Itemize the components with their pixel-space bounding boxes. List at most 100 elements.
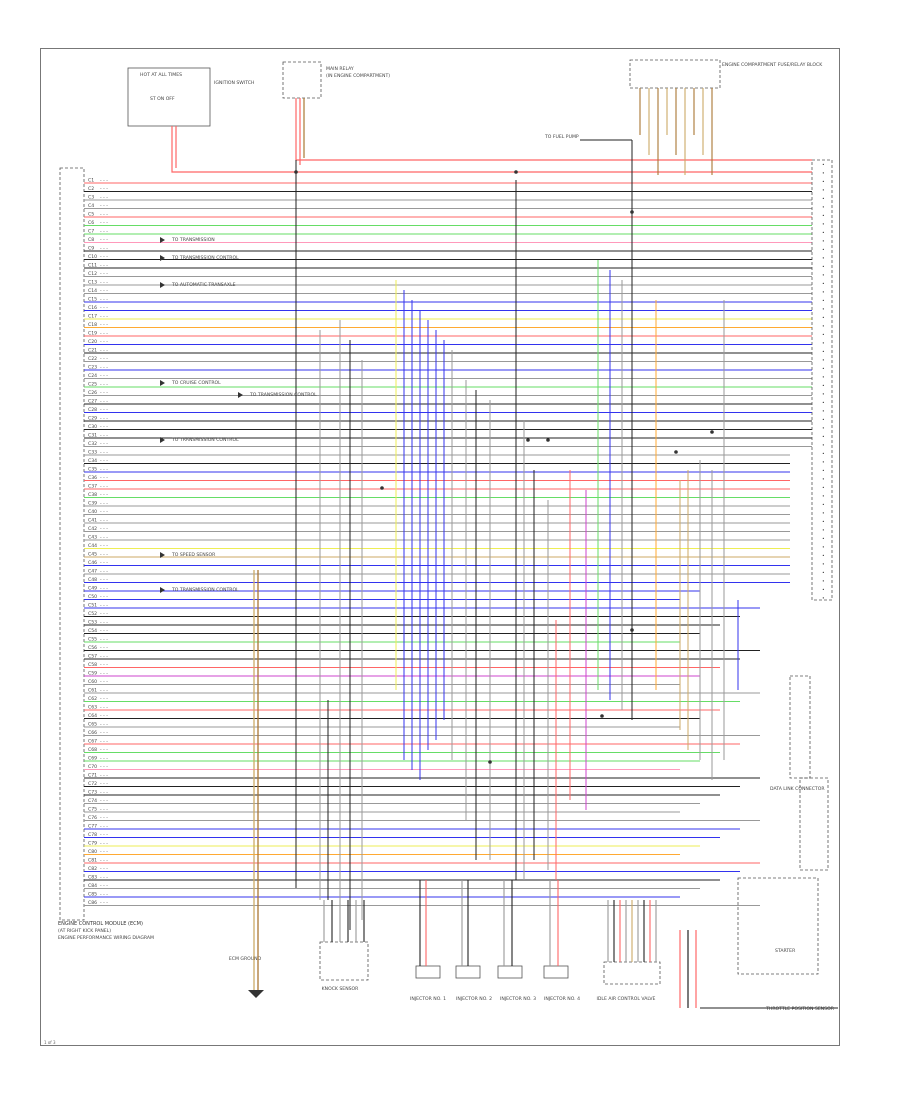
wire-code: - - - (100, 587, 108, 592)
wire-code: - - - (100, 884, 108, 889)
wire-code: - - - (100, 400, 108, 405)
pin-label: C62 (88, 696, 97, 702)
title-block: ENGINE PERFORMANCE WIRING DIAGRAM (58, 935, 154, 941)
pin-label: C5 (88, 212, 94, 218)
right-pin: • (822, 512, 825, 517)
ecm-sub-label: (AT RIGHT KICK PANEL) (58, 928, 111, 934)
pin-label: C6 (88, 220, 94, 226)
wire-code: - - - (100, 714, 108, 719)
wire-code: - - - (100, 374, 108, 379)
pin-label: C44 (88, 543, 97, 549)
right-pin: • (822, 495, 825, 500)
wire-code: - - - (100, 306, 108, 311)
wire-code: - - - (100, 527, 108, 532)
pin-label: C61 (88, 688, 97, 694)
right-pin: • (822, 172, 825, 177)
splice-dot (514, 170, 518, 174)
pin-label: C83 (88, 875, 97, 881)
switch-positions: ST ON OFF (150, 96, 175, 102)
injector-1-component: INJECTOR NO. 1 (410, 996, 446, 1002)
wire-code: - - - (100, 663, 108, 668)
dlc-label: DATA LINK CONNECTOR (770, 786, 825, 792)
right-pin: • (822, 189, 825, 194)
injector-box (497, 965, 523, 979)
pin-label: C4 (88, 203, 94, 209)
splice-dot (294, 170, 298, 174)
wire-code: - - - (100, 782, 108, 787)
fuse-block-label: ENGINE COMPARTMENT FUSE/RELAY BLOCK (722, 62, 823, 68)
pin-label: C12 (88, 271, 97, 277)
right-pin: • (822, 231, 825, 236)
pin-label: C2 (88, 186, 94, 192)
right-pin: • (822, 197, 825, 202)
splice-dot (710, 430, 714, 434)
callout-arrow (160, 282, 165, 288)
wire-code: - - - (100, 536, 108, 541)
ignition-switch-box (127, 67, 211, 127)
pin-label: C65 (88, 722, 97, 728)
idle-air-control-component: IDLE AIR CONTROL VALVE (597, 996, 656, 1002)
right-pin: • (822, 316, 825, 321)
pin-label: C8 (88, 237, 94, 243)
wire-code: - - - (100, 561, 108, 566)
right-pin: • (822, 240, 825, 245)
diagram-frame (40, 48, 840, 1046)
wire-code: - - - (100, 655, 108, 660)
knock-sensor-component: KNOCK SENSOR (322, 986, 360, 992)
wire-code: - - - (100, 621, 108, 626)
right-pin: • (822, 282, 825, 287)
wire-code: - - - (100, 876, 108, 881)
wire-code: - - - (100, 340, 108, 345)
pin-label: C36 (88, 475, 97, 481)
pin-label: C49 (88, 586, 97, 592)
pin-label: C14 (88, 288, 97, 294)
starter-relay-box (737, 877, 819, 975)
splice-dot (600, 714, 604, 718)
wire-code: - - - (100, 731, 108, 736)
callout-arrow (238, 392, 243, 398)
wire-code: - - - (100, 366, 108, 371)
idle-air-box (603, 961, 661, 985)
injector-box (415, 965, 441, 979)
pin-label: C68 (88, 747, 97, 753)
right-pin: • (822, 554, 825, 559)
right-pin: • (822, 248, 825, 253)
wire-code: - - - (100, 332, 108, 337)
pin-label: C34 (88, 458, 97, 464)
wire-code: - - - (100, 255, 108, 260)
wire-code: - - - (100, 850, 108, 855)
pin-label: C59 (88, 671, 97, 677)
pin-label: C29 (88, 416, 97, 422)
right-pin: • (822, 478, 825, 483)
right-pin: • (822, 342, 825, 347)
right-pin: • (822, 588, 825, 593)
right-pin: • (822, 384, 825, 389)
right-pin: • (822, 274, 825, 279)
pin-label: C53 (88, 620, 97, 626)
pin-label: C85 (88, 892, 97, 898)
wire-code: - - - (100, 706, 108, 711)
pin-label: C10 (88, 254, 97, 260)
wire-code: - - - (100, 196, 108, 201)
right-pin: • (822, 257, 825, 262)
wire-code: - - - (100, 485, 108, 490)
wire-code: - - - (100, 748, 108, 753)
wire-code: - - - (100, 476, 108, 481)
pin-label: C47 (88, 569, 97, 575)
splice-dot (546, 438, 550, 442)
pin-label: C50 (88, 594, 97, 600)
wire-code: - - - (100, 604, 108, 609)
wire-code: - - - (100, 247, 108, 252)
right-pin: • (822, 291, 825, 296)
pin-label: C24 (88, 373, 97, 379)
wire-code: - - - (100, 680, 108, 685)
pin-label: C31 (88, 433, 97, 439)
pin-label: C77 (88, 824, 97, 830)
wire-code: - - - (100, 408, 108, 413)
throttle-position-component: THROTTLE POSITION SENSOR (765, 1006, 835, 1012)
wire-code: - - - (100, 578, 108, 583)
wire-code: - - - (100, 459, 108, 464)
pin-label: C48 (88, 577, 97, 583)
wire-code: - - - (100, 468, 108, 473)
wire-code: - - - (100, 842, 108, 847)
